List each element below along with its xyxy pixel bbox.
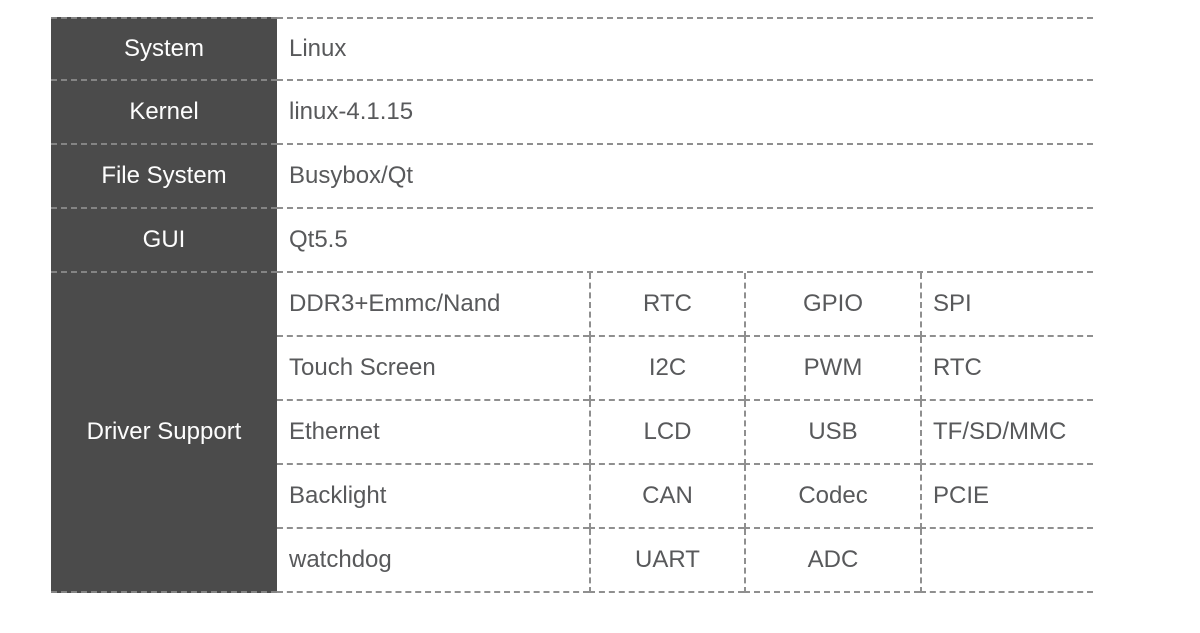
- driver-cell-r5c2: UART: [589, 529, 744, 593]
- driver-cell-r4c4: PCIE: [920, 465, 1093, 529]
- row-file-system-value: Busybox/Qt: [277, 145, 1093, 209]
- row-kernel-value: linux-4.1.15: [277, 81, 1093, 145]
- driver-cell-r1c2: RTC: [589, 273, 744, 337]
- driver-cell-r3c2: LCD: [589, 401, 744, 465]
- row-gui-label: GUI: [51, 209, 277, 273]
- row-system-label: System: [51, 17, 277, 81]
- driver-cell-r1c3: GPIO: [744, 273, 920, 337]
- driver-cell-r4c1: Backlight: [277, 465, 589, 529]
- driver-support-grid: DDR3+Emmc/Nand RTC GPIO SPI Touch Screen…: [277, 273, 1093, 593]
- driver-cell-r3c3: USB: [744, 401, 920, 465]
- driver-cell-r2c1: Touch Screen: [277, 337, 589, 401]
- spec-table: System Linux Kernel linux-4.1.15 File Sy…: [51, 17, 1093, 593]
- driver-cell-r3c1: Ethernet: [277, 401, 589, 465]
- row-file-system-label: File System: [51, 145, 277, 209]
- row-system-value: Linux: [277, 17, 1093, 81]
- driver-cell-r5c3: ADC: [744, 529, 920, 593]
- row-kernel: Kernel linux-4.1.15: [51, 81, 1093, 145]
- row-gui-value: Qt5.5: [277, 209, 1093, 273]
- driver-cell-r2c3: PWM: [744, 337, 920, 401]
- driver-cell-r1c1: DDR3+Emmc/Nand: [277, 273, 589, 337]
- driver-cell-r5c1: watchdog: [277, 529, 589, 593]
- row-kernel-label: Kernel: [51, 81, 277, 145]
- driver-cell-r2c4: RTC: [920, 337, 1093, 401]
- row-system: System Linux: [51, 17, 1093, 81]
- row-gui: GUI Qt5.5: [51, 209, 1093, 273]
- driver-support-section: Driver Support DDR3+Emmc/Nand RTC GPIO S…: [51, 273, 1093, 593]
- driver-cell-r5c4: [920, 529, 1093, 593]
- driver-cell-r1c4: SPI: [920, 273, 1093, 337]
- driver-cell-r3c4: TF/SD/MMC: [920, 401, 1093, 465]
- row-file-system: File System Busybox/Qt: [51, 145, 1093, 209]
- driver-cell-r2c2: I2C: [589, 337, 744, 401]
- driver-cell-r4c3: Codec: [744, 465, 920, 529]
- driver-cell-r4c2: CAN: [589, 465, 744, 529]
- driver-support-label: Driver Support: [51, 273, 277, 593]
